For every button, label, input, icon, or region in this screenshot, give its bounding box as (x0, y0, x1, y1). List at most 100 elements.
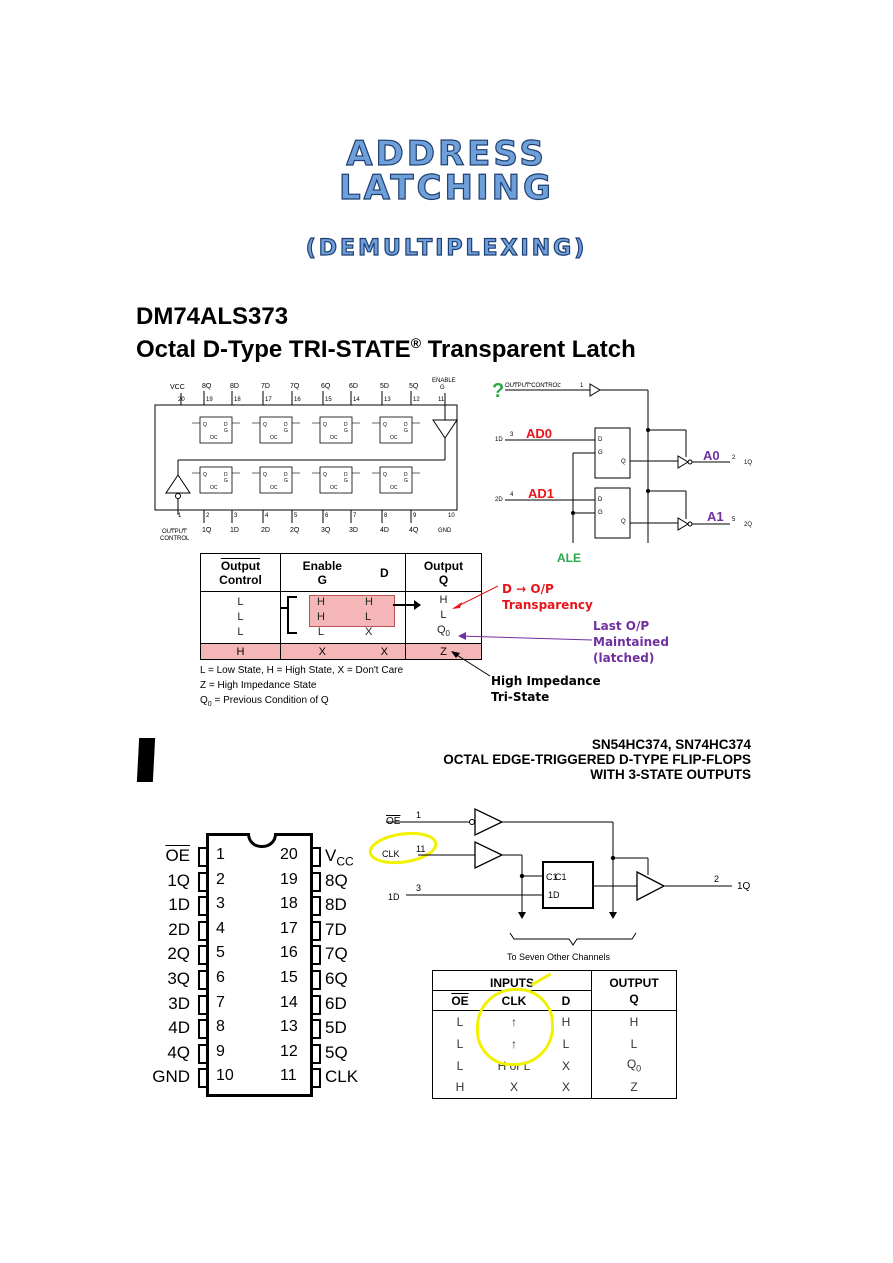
left-pin-name: GND (152, 1067, 190, 1087)
pin-leg (198, 896, 206, 917)
left-pin-name: 1D (168, 895, 190, 915)
cell-g-2: H (316, 611, 325, 623)
right-pin-name: 6D (325, 993, 347, 1013)
bottom-pin-name: 2Q (290, 527, 300, 534)
th-output-q-2: Q (438, 572, 449, 587)
right-pin-num: 11 (280, 1067, 297, 1085)
oc-label-output: OUTPUT (162, 529, 187, 535)
in1-pin-num: 4 (510, 492, 514, 498)
pin-leg (198, 847, 206, 867)
latch-schematic: ? OUTPUT CONTROL 1 1D 3 AD0 D G Q A0 2 1… (492, 380, 752, 565)
ds374-line3: WITH 3-STATE OUTPUTS (590, 767, 751, 782)
ale-label: ALE (557, 551, 581, 565)
oc-label-control: CONTROL (160, 536, 190, 542)
out1-pin-name: 2Q (744, 522, 752, 528)
latch-g: G (224, 478, 228, 484)
top-pin-name: 8D (230, 383, 239, 390)
cell-q: Z (630, 1080, 638, 1095)
black-bar-mark (136, 738, 156, 782)
cell-q-4: Z (440, 645, 447, 658)
th-enable-1: Enable (302, 558, 342, 573)
latch-g: G (404, 428, 408, 434)
title-latching: LATCHING (338, 167, 554, 208)
cell-d-3: X (364, 626, 373, 638)
latch-g: G (344, 478, 348, 484)
out1-pin-num: 5 (732, 517, 736, 523)
in0-pin-name: 1D (495, 437, 503, 443)
th-d374: D (541, 990, 592, 1011)
bottom-pin-name: 1D (230, 527, 239, 534)
cell-g-3: L (317, 626, 325, 638)
annotation-transparency-2: Transparency (502, 598, 593, 612)
latch-cell (199, 466, 233, 494)
cell-d: X (541, 1054, 592, 1077)
clk-label: CLK (382, 849, 400, 859)
bottom-pin-num: 8 (384, 513, 388, 519)
latch-g: G (344, 428, 348, 434)
pin-leg (313, 1068, 321, 1089)
note-3: Q0 = Previous Condition of Q (200, 695, 482, 708)
ds374-line2: OCTAL EDGE-TRIGGERED D-TYPE FLIP-FLOPS (443, 752, 751, 767)
cell-q: L (630, 1036, 638, 1051)
latch-g: G (284, 478, 288, 484)
clk-highlight-circle (476, 988, 554, 1066)
top-pin-name: 7D (261, 383, 270, 390)
latch-q: Q (203, 472, 207, 478)
top-pin-num: 12 (413, 397, 420, 403)
right-pin-num: 17 (280, 919, 298, 937)
cell-q-1: H (439, 594, 448, 607)
right-pin-num: 19 (280, 870, 298, 888)
top-pin-num: 14 (353, 397, 360, 403)
latch-q: Q (263, 422, 267, 428)
latch-q: Q (323, 422, 327, 428)
cell-d-2: L (364, 611, 372, 623)
left-pin-num: 8 (216, 1018, 225, 1036)
right-pin-name: 7Q (325, 944, 348, 964)
top-pin-name: 5D (380, 383, 389, 390)
cell-q-2: L (440, 609, 447, 622)
ff1-g: G (598, 510, 603, 516)
ff0-d: D (598, 437, 603, 443)
ff-1d-label: 1D (548, 890, 560, 900)
top-pin-name: 6Q (321, 383, 331, 390)
clk-pin: 11 (416, 844, 425, 854)
enable-label: ENABLE (432, 378, 456, 384)
cell-oe: L (456, 1014, 464, 1029)
top-pin-num: 13 (384, 397, 391, 403)
out0-pin-num: 2 (732, 455, 736, 461)
pin-leg (313, 896, 321, 917)
cell-oc-4: H (200, 643, 281, 660)
annotation-latched-3: (latched) (593, 651, 655, 665)
latch-d: D (404, 422, 408, 428)
ds373-subtitle-main: Octal D-Type TRI-STATE (136, 336, 411, 363)
right-pin-name: 5D (325, 1018, 347, 1038)
left-pin-name: 4D (168, 1018, 190, 1038)
right-pin-num: 13 (280, 1018, 298, 1036)
note-3-q: Q (200, 695, 208, 706)
top-pin-num: 19 (206, 397, 213, 403)
cell-q: Q (626, 1057, 637, 1072)
top-pin-name: 5Q (409, 383, 419, 390)
right-pin-name: 8D (325, 895, 347, 915)
latch-oc: OC (210, 485, 218, 491)
a0-label: A0 (703, 448, 720, 463)
latch-d: D (344, 422, 348, 428)
note-2: Z = High Impedance State (200, 680, 317, 691)
ff0-g: G (598, 450, 603, 456)
pin-leg (313, 1019, 321, 1040)
annotation-latched-2: Maintained (593, 635, 669, 649)
latch-d: D (224, 472, 228, 478)
annotation-transparency: D → O/P Transparency (502, 581, 593, 613)
note-3-text: = Previous Condition of Q (211, 695, 329, 706)
pin-leg (198, 1043, 206, 1064)
latch-oc: OC (330, 435, 338, 441)
left-pin-num: 5 (216, 944, 225, 962)
in1-pin-name: 2D (495, 497, 503, 503)
cell-g-1: H (316, 596, 325, 608)
th-enable-2: G (317, 572, 327, 587)
left-pin-name: 2D (168, 919, 190, 939)
cell-oe: L (456, 1058, 464, 1073)
latch-cell (319, 416, 353, 444)
